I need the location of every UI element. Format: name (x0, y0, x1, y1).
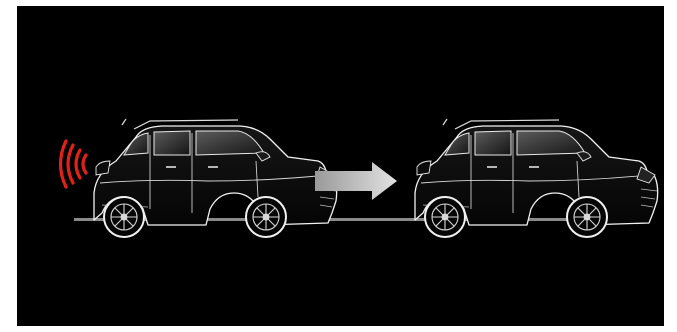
parking-sensor-diagram (17, 6, 664, 326)
illustration-canvas (17, 6, 664, 326)
rear-sensor-waves-icon (61, 141, 87, 187)
